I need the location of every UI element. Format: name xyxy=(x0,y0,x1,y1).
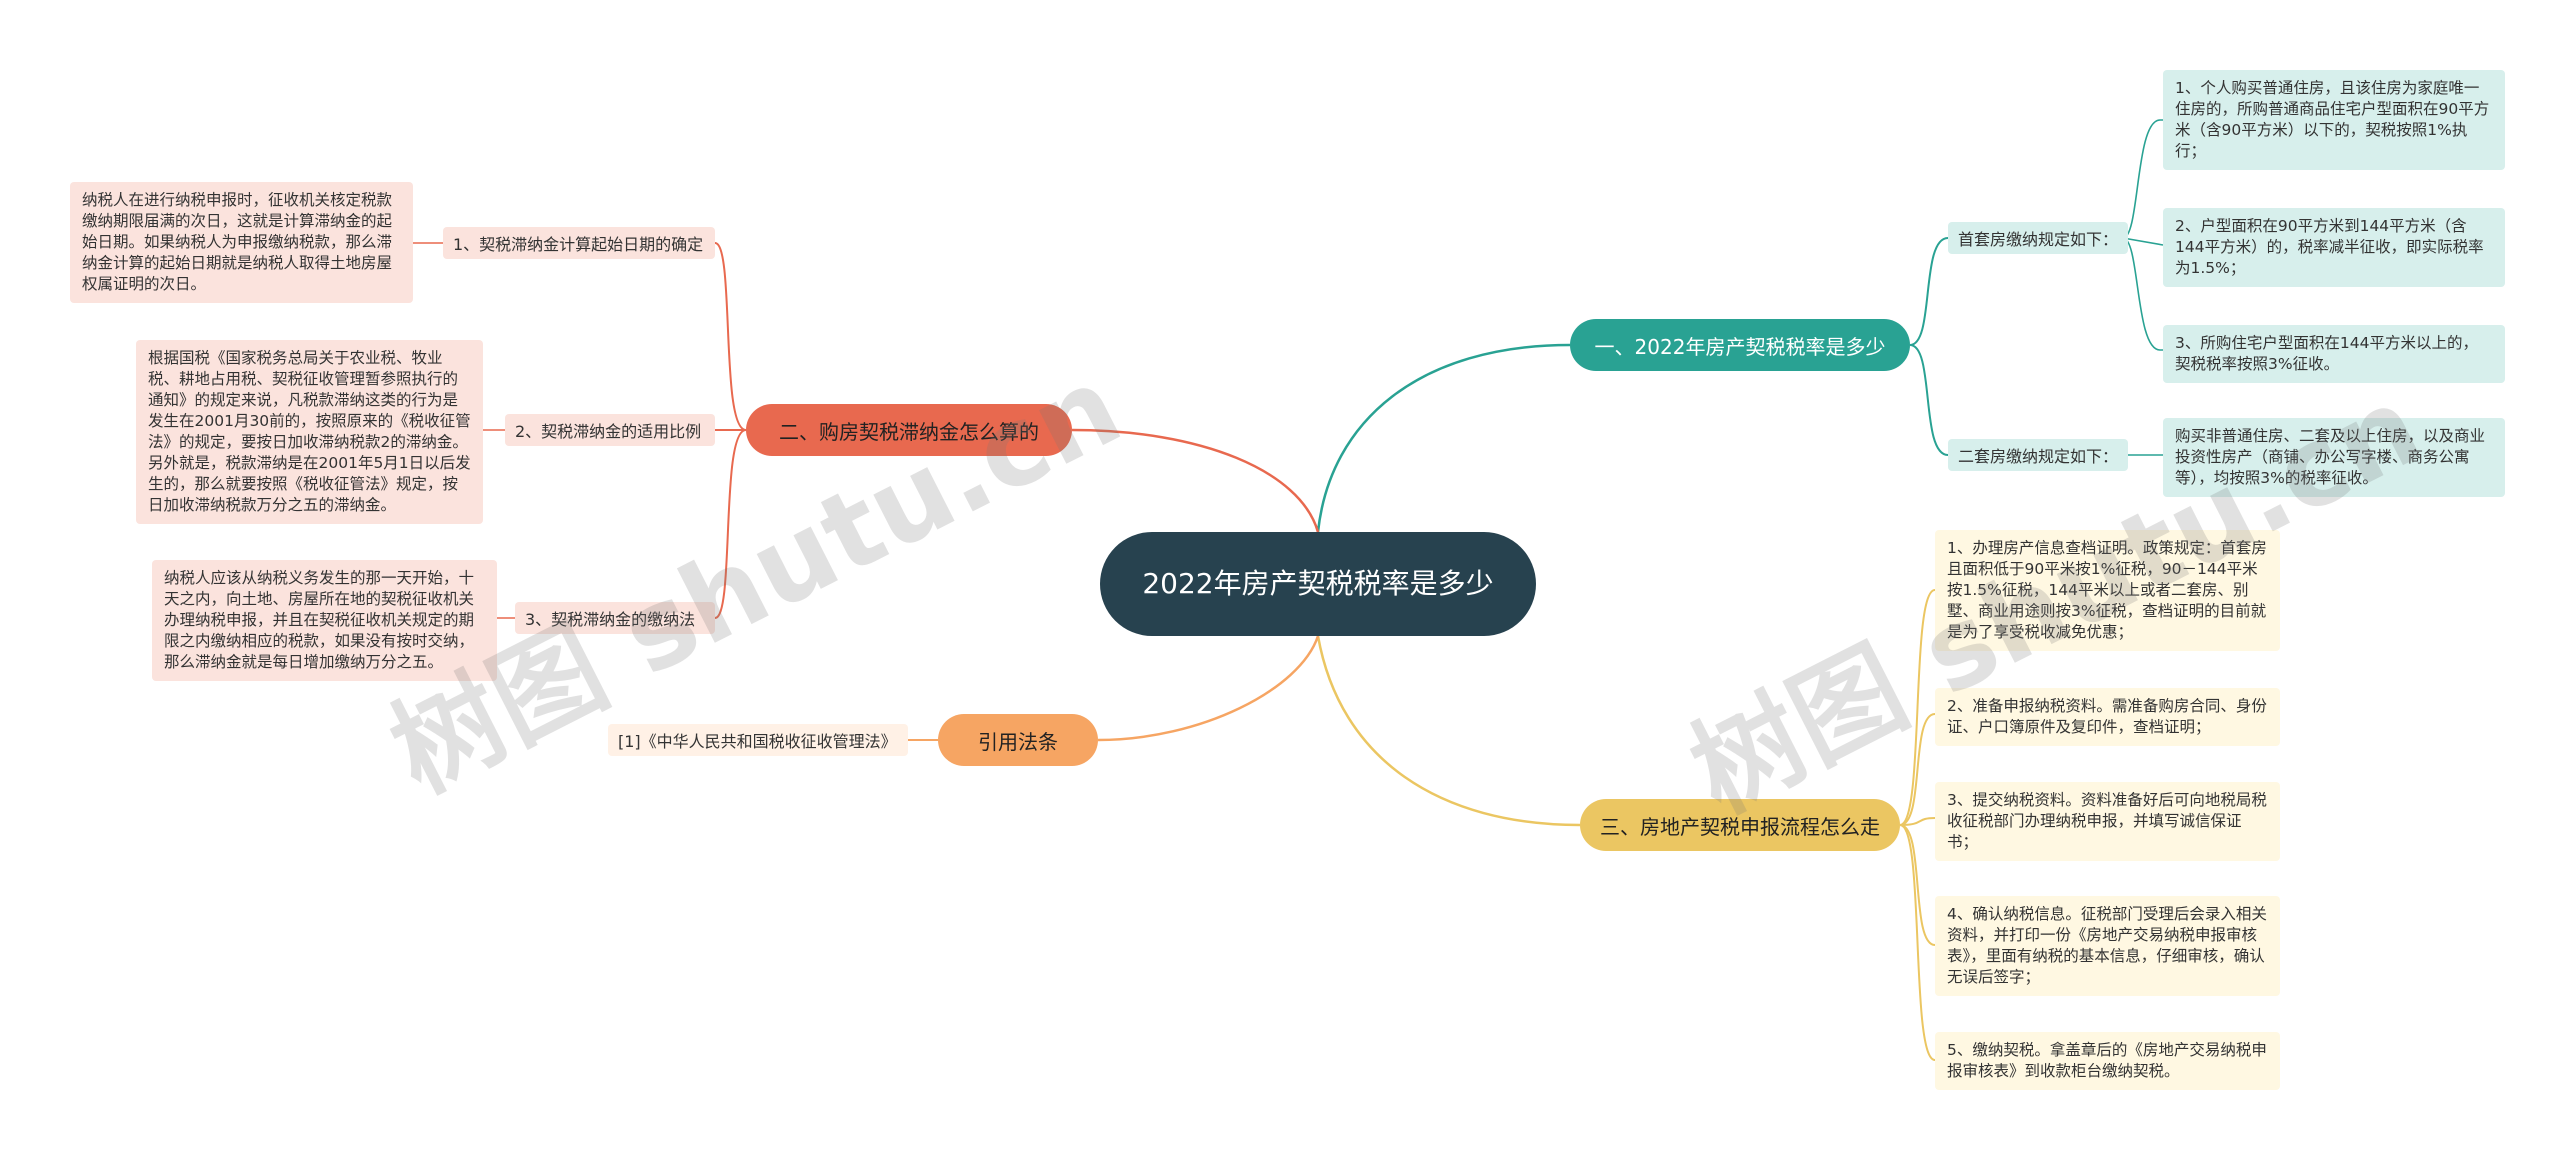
teal-sub-first-home[interactable]: 首套房缴纳规定如下： xyxy=(1948,222,2129,254)
branch-filing-process[interactable]: 三、房地产契税申报流程怎么走 xyxy=(1580,799,1900,851)
red-detail-3[interactable]: 纳税人应该从纳税义务发生的那一天开始，十天之内，向土地、房屋所在地的契税征收机关… xyxy=(152,560,497,681)
branch-tax-rate[interactable]: 一、2022年房产契税税率是多少 xyxy=(1570,319,1910,371)
yellow-step-4[interactable]: 4、确认纳税信息。征税部门受理后会录入相关资料，并打印一份《房地产交易纳税申报审… xyxy=(1935,896,2280,996)
red-item-3[interactable]: 3、契税滞纳金的缴纳法 xyxy=(515,602,715,634)
yellow-step-5[interactable]: 5、缴纳契税。拿盖章后的《房地产交易纳税申报审核表》到收款柜台缴纳契税。 xyxy=(1935,1032,2280,1090)
connector-teal-sub1 xyxy=(1909,237,1949,346)
connector-yellow-item2 xyxy=(1899,713,1936,826)
yellow-step-2[interactable]: 2、准备申报纳税资料。需准备购房合同、身份证、户口簿原件及复印件，查档证明； xyxy=(1935,688,2280,746)
orange-item-1[interactable]: [1]《中华人民共和国税收征收管理法》 xyxy=(608,724,908,756)
connector-yellow-item3 xyxy=(1899,817,1936,826)
central-topic[interactable]: 2022年房产契税税率是多少 xyxy=(1100,532,1536,636)
connector-yellow-item1 xyxy=(1899,589,1936,826)
teal-sub-second-home[interactable]: 二套房缴纳规定如下： xyxy=(1948,439,2129,471)
teal-leaf-2[interactable]: 2、户型面积在90平方米到144平方米（含144平方米）的，税率减半征收，即实际… xyxy=(2163,208,2505,287)
connector-center-orange xyxy=(1097,635,1320,742)
connector-sub1-leaf3 xyxy=(2122,237,2163,351)
connector-red-item3 xyxy=(714,429,747,619)
connector-red-item1 xyxy=(714,242,747,431)
branch-legal-reference[interactable]: 引用法条 xyxy=(938,714,1098,766)
connector-center-teal xyxy=(1316,343,1571,533)
yellow-step-3[interactable]: 3、提交纳税资料。资料准备好后可向地税局税收征税部门办理纳税申报，并填写诚信保证… xyxy=(1935,782,2280,861)
red-detail-2[interactable]: 根据国税《国家税务总局关于农业税、牧业税、耕地占用税、契税征收管理暂参照执行的通… xyxy=(136,340,483,524)
connector-sub1-leaf1 xyxy=(2122,119,2163,239)
teal-leaf-3[interactable]: 3、所购住宅户型面积在144平方米以上的，契税税率按照3%征收。 xyxy=(2163,325,2505,383)
connector-yellow-item5 xyxy=(1899,824,1936,1061)
red-item-1[interactable]: 1、契税滞纳金计算起始日期的确定 xyxy=(443,227,715,259)
connector-sub1-leaf2 xyxy=(2122,237,2164,246)
red-item-2[interactable]: 2、契税滞纳金的适用比例 xyxy=(505,414,715,446)
red-detail-1[interactable]: 纳税人在进行纳税申报时，征收机关核定税款缴纳期限届满的次日，这就是计算滞纳金的起… xyxy=(70,182,413,303)
connector-center-yellow xyxy=(1316,635,1581,827)
connector-yellow-item4 xyxy=(1899,824,1936,946)
branch-late-fee[interactable]: 二、购房契税滞纳金怎么算的 xyxy=(746,404,1072,456)
teal-leaf-1[interactable]: 1、个人购买普通住房，且该住房为家庭唯一住房的，所购普通商品住宅户型面积在90平… xyxy=(2163,70,2505,170)
connector-center-red xyxy=(1071,428,1320,533)
yellow-step-1[interactable]: 1、办理房产信息查档证明。政策规定：首套房且面积低于90平米按1%征税，90－1… xyxy=(1935,530,2280,651)
teal-leaf-4[interactable]: 购买非普通住房、二套及以上住房，以及商业投资性房产（商铺、办公写字楼、商务公寓等… xyxy=(2163,418,2505,497)
connector-teal-sub2 xyxy=(1909,344,1949,456)
